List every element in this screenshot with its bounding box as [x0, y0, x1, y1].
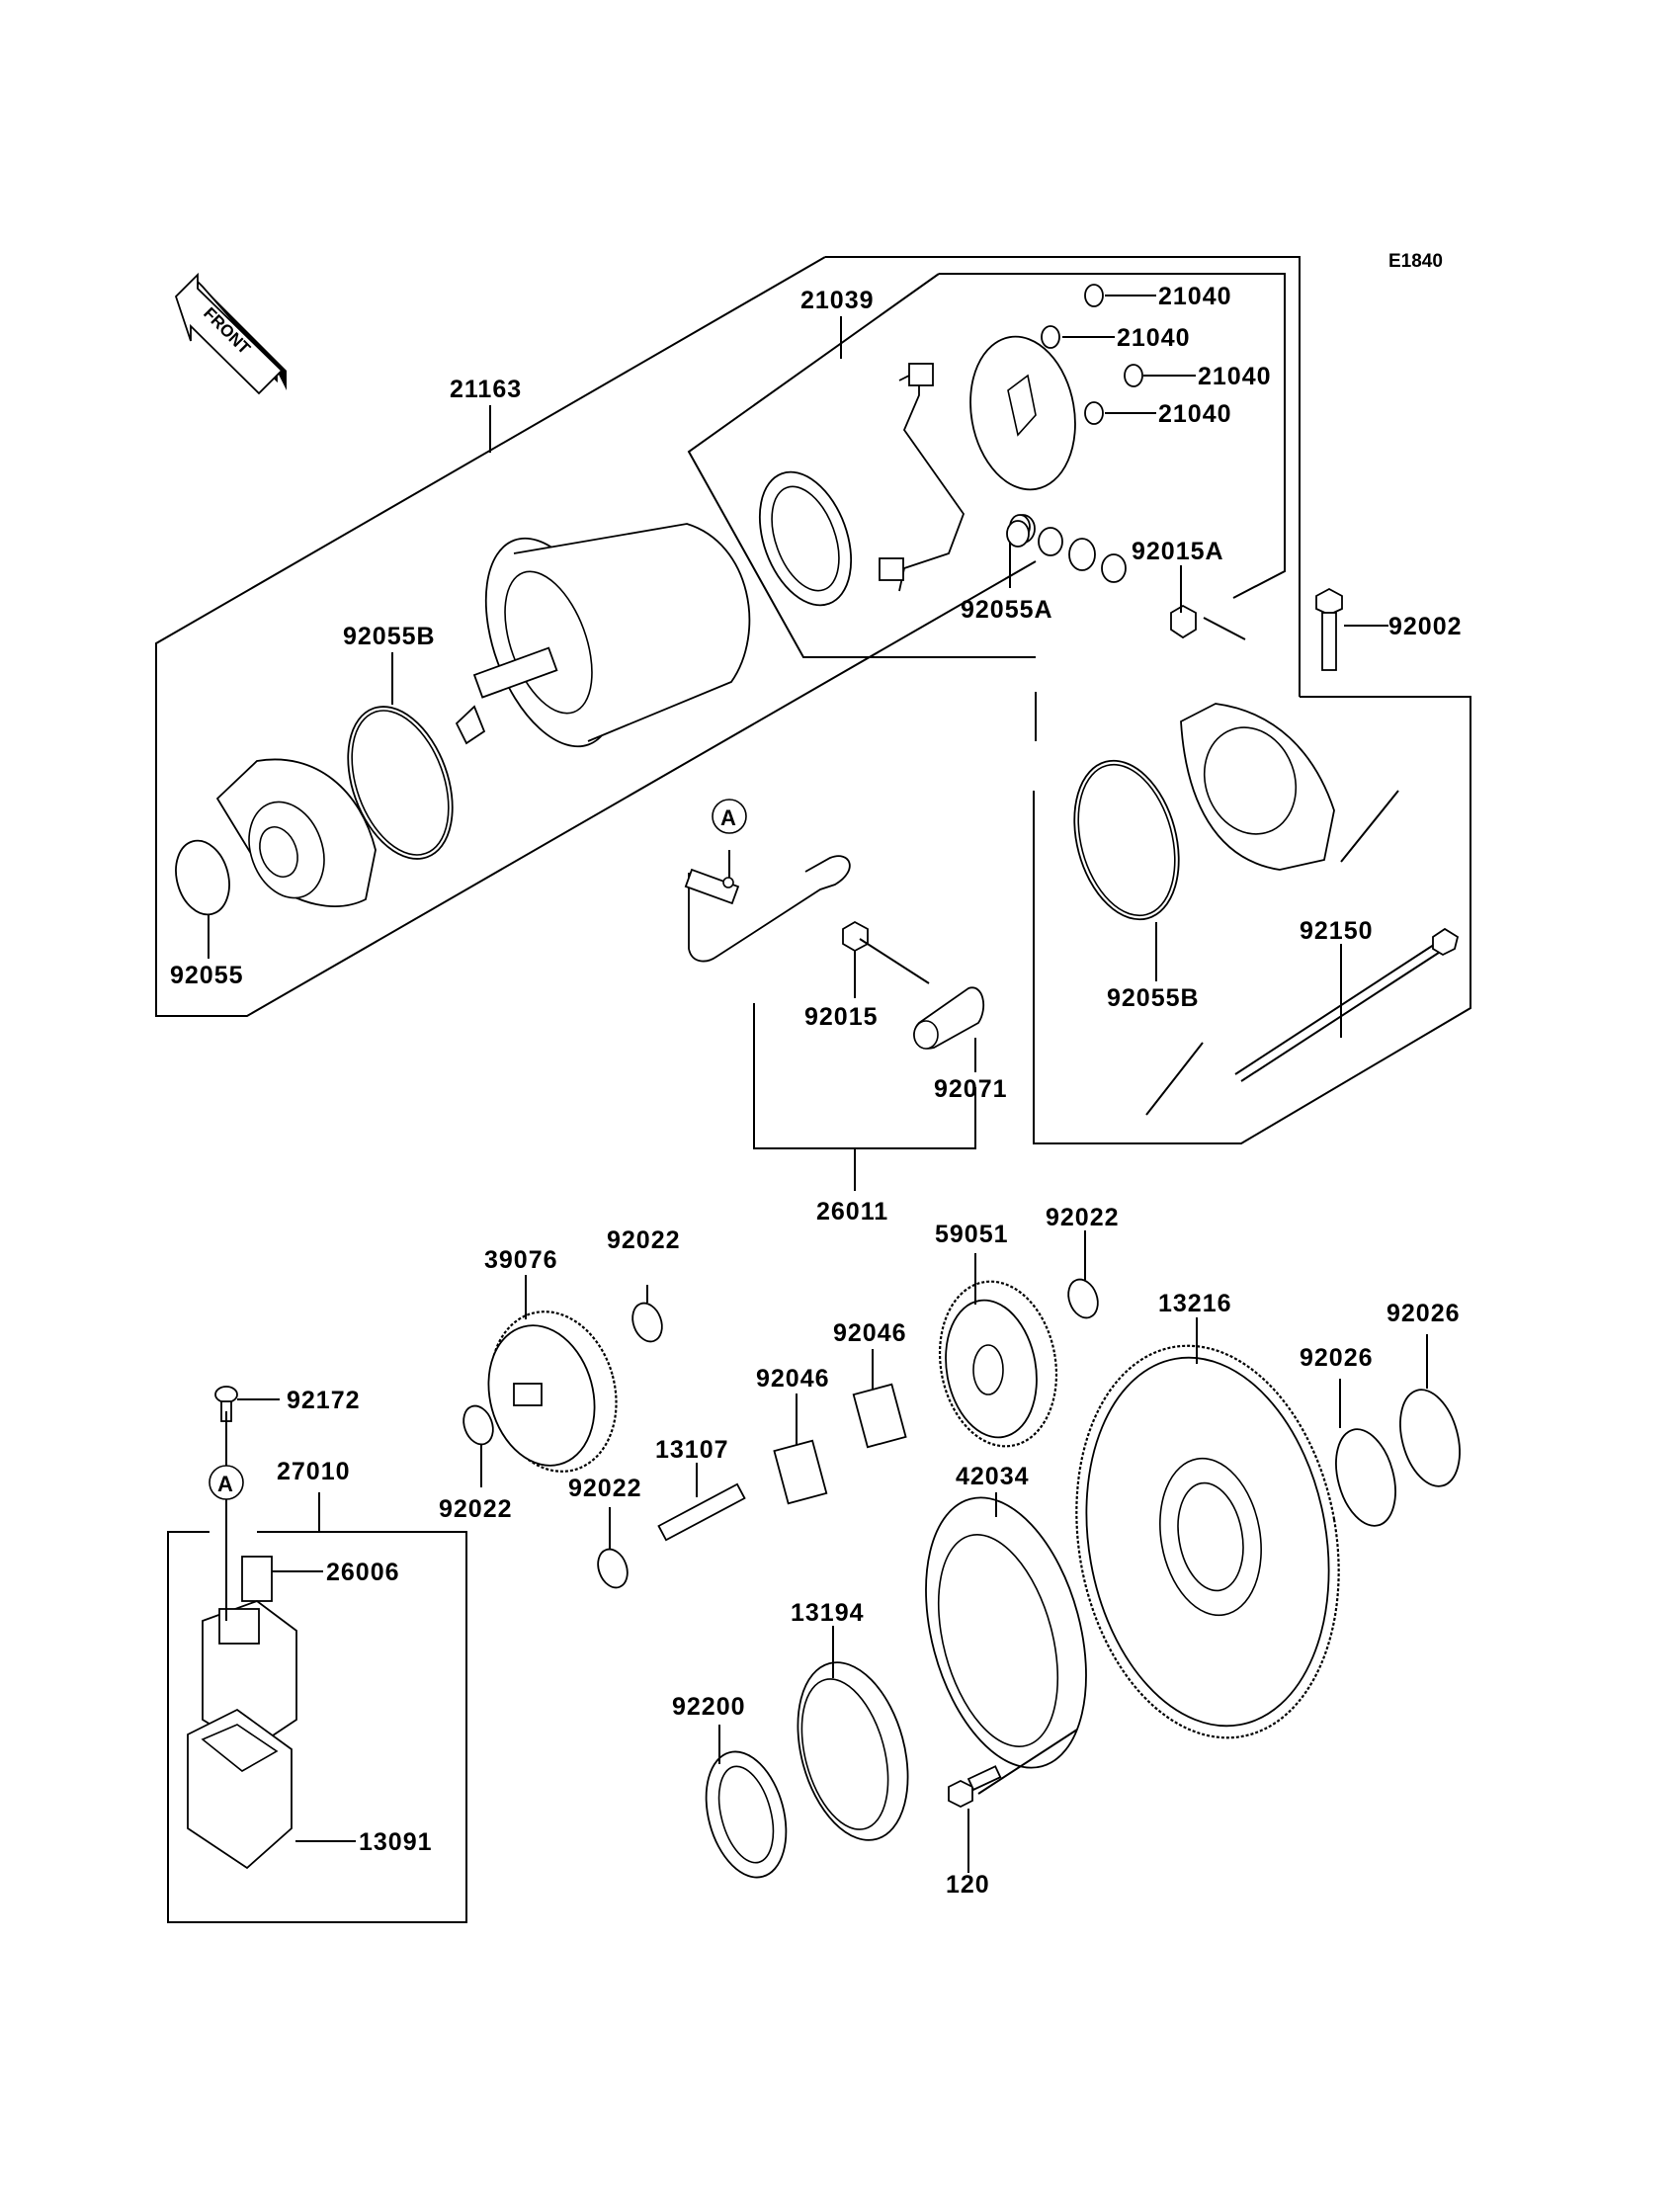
label-26006: 26006: [326, 1559, 400, 1586]
group-outline-26011: [753, 1003, 976, 1191]
label-92002: 92002: [1388, 613, 1463, 640]
label-13216: 13216: [1158, 1290, 1232, 1317]
washer-92022-c: [597, 1548, 629, 1589]
relay-cover-13091: [187, 1708, 293, 1870]
label-92172: 92172: [287, 1387, 361, 1414]
label-13107: 13107: [655, 1436, 729, 1464]
label-92022-2: 92022: [1046, 1204, 1120, 1231]
label-92026-2: 92026: [1300, 1344, 1374, 1372]
washer-92022-d: [1067, 1278, 1099, 1319]
starter-cable: [684, 855, 851, 963]
o-ring-92055: [175, 839, 230, 916]
nut-92015: [842, 920, 869, 953]
brush-plate: [969, 335, 1076, 491]
group-outline-27010: [167, 1492, 467, 1923]
gear-39076: [487, 1310, 618, 1473]
label-92055A: 92055A: [961, 596, 1053, 624]
label-27010: 27010: [277, 1458, 351, 1485]
o-ring-92055B-left: [347, 706, 454, 860]
label-92022-4: 92022: [568, 1475, 642, 1502]
label-21040-3: 21040: [1198, 363, 1272, 390]
label-92046-1: 92046: [833, 1319, 907, 1347]
label-26011: 26011: [816, 1198, 888, 1225]
label-92015: 92015: [804, 1003, 879, 1031]
o-ring-92055A-part: [1006, 520, 1030, 548]
clutch-housing-42034: [925, 1496, 1087, 1769]
one-way-clutch-13194: [797, 1661, 909, 1841]
diagram-code: E1840: [1388, 251, 1443, 272]
o-ring-92055B-right: [1073, 759, 1180, 921]
brush-holder: [758, 363, 966, 607]
label-21039: 21039: [800, 287, 875, 314]
rear-cover: [1180, 703, 1335, 871]
group-outline-21163: [155, 256, 1301, 1017]
label-92026-1: 92026: [1386, 1300, 1461, 1327]
starter-relay: [202, 1599, 297, 1751]
label-59051: 59051: [935, 1221, 1009, 1248]
group-outline-right: [1033, 692, 1471, 1144]
leader-lines-bottom: [225, 1230, 1428, 1873]
label-92055B-2: 92055B: [1107, 984, 1200, 1012]
label-21040-4: 21040: [1158, 400, 1232, 428]
washers-92026: [1335, 1389, 1461, 1527]
washer-92200: [705, 1750, 788, 1879]
label-21163: 21163: [450, 376, 522, 403]
label-92055B-1: 92055B: [343, 623, 436, 650]
needle-bearing-92046-b: [773, 1439, 828, 1505]
label-92022-3: 92022: [439, 1495, 513, 1523]
ref-marker-a-top: A: [720, 805, 737, 830]
label-92015A: 92015A: [1132, 538, 1224, 565]
front-cover: [215, 758, 377, 907]
label-21040-2: 21040: [1117, 324, 1191, 352]
label-92046-2: 92046: [756, 1365, 830, 1393]
bolt-92002: [1315, 587, 1343, 671]
brush-springs-21040: [1041, 284, 1143, 425]
washer-92022-b: [462, 1404, 494, 1446]
label-21040-1: 21040: [1158, 283, 1232, 310]
label-39076: 39076: [484, 1246, 558, 1274]
label-92150: 92150: [1300, 917, 1374, 945]
through-bolt-92150: [1234, 927, 1460, 1082]
starter-clutch-gear-13216: [1075, 1344, 1340, 1739]
gear-59051: [938, 1280, 1058, 1448]
label-92071: 92071: [934, 1075, 1008, 1103]
fuse-26006: [241, 1556, 273, 1602]
label-92200: 92200: [672, 1693, 746, 1721]
group-outline-21039: [687, 273, 1286, 658]
cap-92071: [913, 986, 985, 1050]
ref-marker-a-bottom: A: [217, 1472, 234, 1496]
needle-bearing-92046-a: [852, 1383, 907, 1449]
ref-circle-a-top: [712, 799, 747, 834]
washer-92022-a: [631, 1302, 663, 1343]
starter-motor-yoke: [455, 523, 751, 748]
label-13194: 13194: [791, 1599, 865, 1627]
leader-lines-top: [208, 295, 1388, 1072]
label-92055: 92055: [170, 962, 244, 989]
label-120: 120: [946, 1871, 990, 1899]
front-arrow-icon: FRONT: [174, 272, 287, 395]
label-92022-1: 92022: [607, 1226, 681, 1254]
shaft-13107: [657, 1482, 746, 1542]
bolt-120: [948, 1765, 1002, 1809]
label-42034: 42034: [956, 1463, 1030, 1490]
label-13091: 13091: [359, 1828, 433, 1856]
part-labels: 21163 21039 21040 21040 21040 21040 9205…: [170, 283, 1463, 1899]
